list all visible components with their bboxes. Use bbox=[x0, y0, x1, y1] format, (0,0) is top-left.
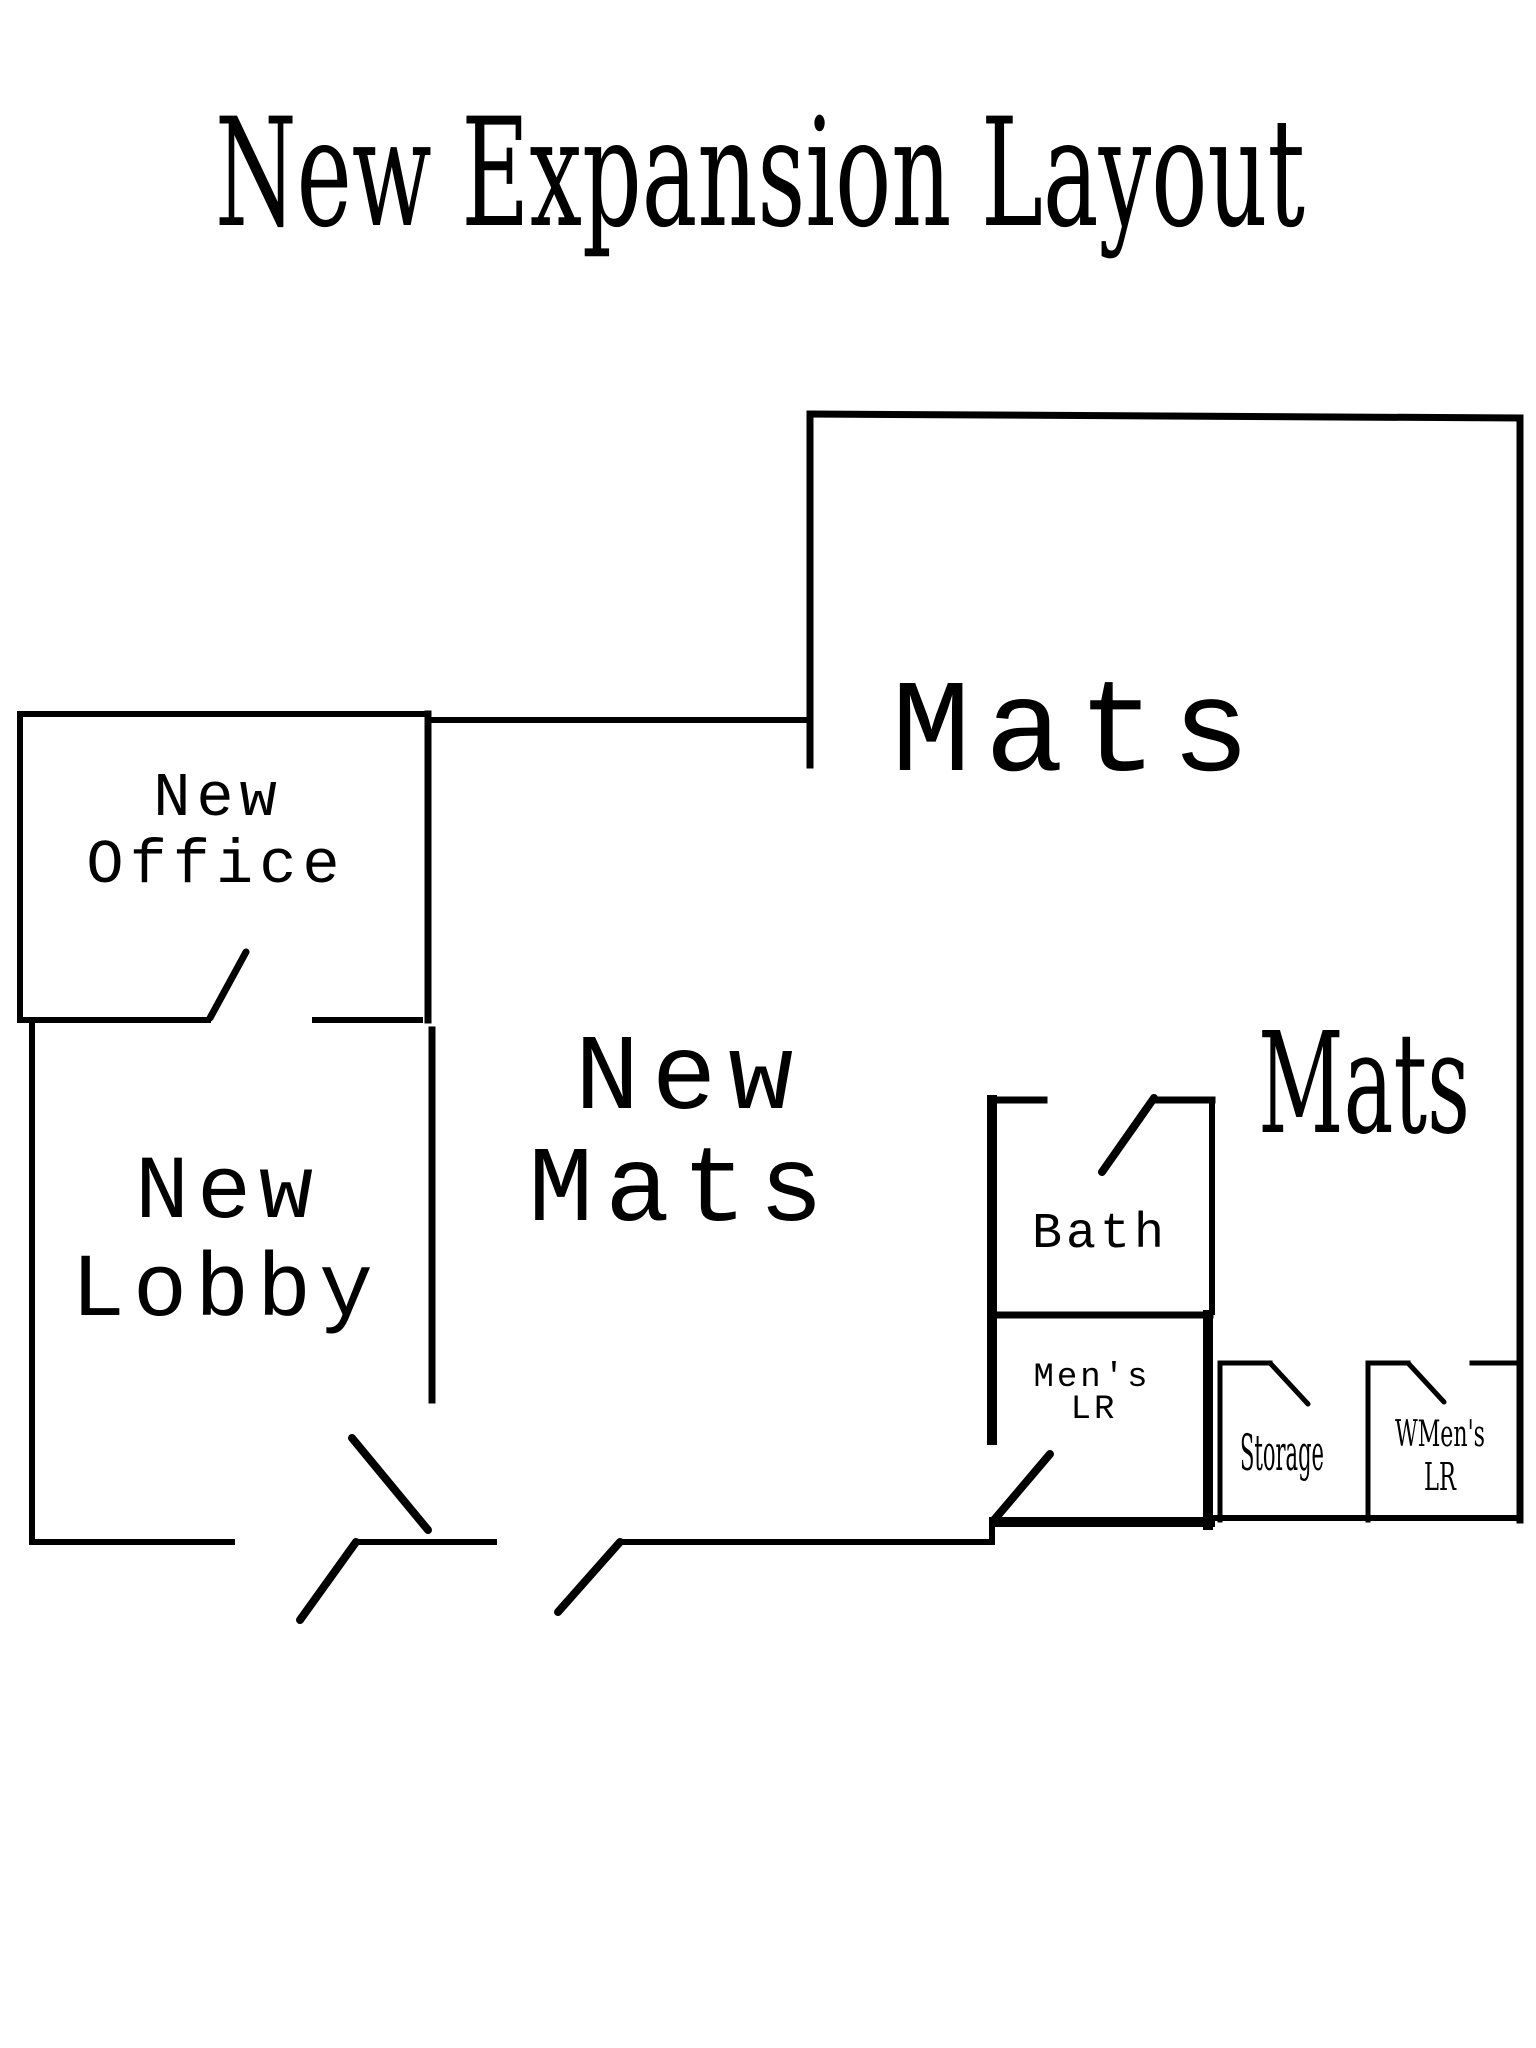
door-storage bbox=[1267, 1360, 1311, 1407]
room-label-new-mats-line1: New bbox=[575, 1019, 805, 1141]
page-title: New Expansion Layout bbox=[215, 87, 1305, 261]
door-wmens bbox=[1405, 1360, 1447, 1405]
doors bbox=[206, 948, 1447, 1624]
room-label-mens-lr-line2: LR bbox=[1071, 1391, 1118, 1429]
room-label-new-office-line2: Office bbox=[86, 830, 345, 901]
room-label-wmens-lr-line2: LR bbox=[1424, 1455, 1457, 1499]
door-entry-left-upper bbox=[348, 1434, 432, 1534]
door-bath bbox=[1098, 1094, 1158, 1176]
room-label-new-lobby-line2: Lobby bbox=[71, 1241, 381, 1343]
room-label-storage: Storage bbox=[1240, 1424, 1324, 1482]
room-label-wmens-lr-line1: WMen's bbox=[1395, 1414, 1485, 1455]
door-entry-left-lower bbox=[296, 1538, 360, 1624]
room-label-new-lobby-line1: New bbox=[135, 1143, 321, 1245]
room-label-mens-lr-line1: Men's bbox=[1033, 1359, 1150, 1397]
wall-mats-top bbox=[806, 410, 1524, 422]
room-label-mats-side: Mats bbox=[1258, 1003, 1470, 1166]
door-entry-right bbox=[554, 1538, 624, 1616]
door-office bbox=[206, 948, 250, 1022]
door-menslr bbox=[990, 1450, 1054, 1524]
walls bbox=[17, 410, 1524, 1545]
room-label-new-office-line1: New bbox=[153, 763, 283, 834]
room-label-new-mats-line2: Mats bbox=[528, 1131, 835, 1253]
room-label-bath: Bath bbox=[1032, 1206, 1168, 1263]
room-label-mats: Mats bbox=[892, 660, 1265, 810]
